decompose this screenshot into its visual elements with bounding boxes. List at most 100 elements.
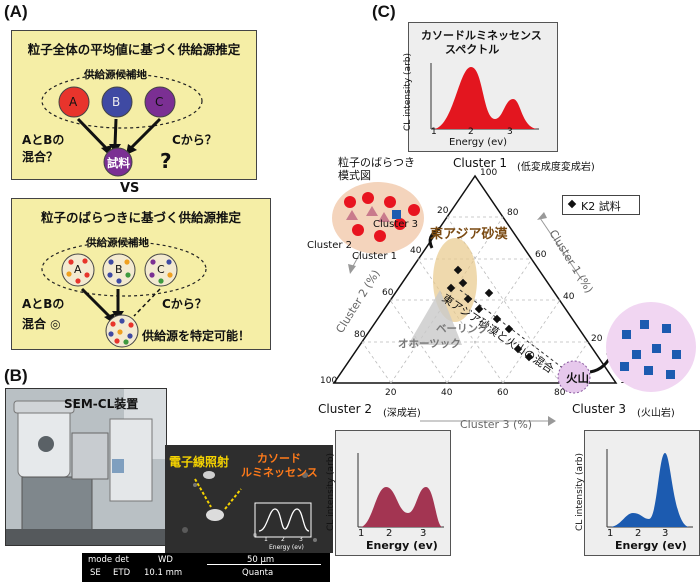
sembar-mode-header: mode [88,555,113,565]
tick-top-100: 100 [480,168,498,178]
bottom-right-spectrum-box: CL intensity (arb) 1 2 3 Energy (ev) [575,430,700,556]
sembar-wd-header: WD [158,555,173,565]
source-a-circle [58,86,90,118]
model-title-line1: 粒子のばらつき [338,156,415,169]
candidates-label-2: 供給源候補地 [86,237,149,249]
br-spectrum-plot [606,449,693,528]
tick-bottom-80: 80 [554,388,566,398]
sembar-brand: Quanta [242,568,274,578]
bering-label: ベーリング [436,323,489,335]
tick-left-60: 60 [382,288,394,298]
br-spectrum-curve [609,453,689,527]
top-tick-3: 3 [507,127,513,137]
source-b-letter-2: B [115,263,123,276]
mix-text2-line1: AとBの [22,297,65,311]
tick-left-20: 20 [437,206,449,216]
device-label: SEM-CL装置 [64,397,139,411]
source-b-letter: B [112,95,121,109]
bl-tick-3: 3 [420,528,427,539]
cluster1-sublabel: (低変成度変成岩) [517,162,595,173]
sem-cl-device-photo: SEM-CL装置 [5,388,167,546]
sembar-scale: 50 μm [247,555,275,565]
panel-b-label: (B) [4,366,28,385]
target-particle [206,509,224,521]
east-asia-arrow [428,226,441,249]
volcano-blue-squares [620,320,681,379]
inset-spectrum-curve [258,508,310,532]
tick-right-40: 40 [563,292,575,302]
model-label-cluster2: Cluster 2 [307,240,353,251]
sembar-det: ETD [113,568,131,578]
legend-label: K2 試料 [581,200,621,213]
box1-diagram [41,73,203,177]
from-c-text-2: Cから？ [162,297,207,311]
top-spectrum-ylabel: CL intensity (arb) [403,53,413,131]
tick-right-60: 60 [535,250,547,260]
k2-samples [446,265,534,362]
source-a-letter-2: A [74,263,82,276]
mix-text-line1: AとBの [22,133,65,147]
from-c-text: Cから？ [172,133,217,147]
mixing-line [459,289,569,373]
source-c-letter-2: C [157,263,165,276]
cluster3-label: Cluster 3 [572,402,627,416]
source-a-particles [66,258,90,284]
bl-spectrum-plot [357,453,444,528]
source-c-circle [144,86,176,118]
model-triangles [346,206,390,222]
br-xlabel: Energy (ev) [615,539,687,552]
cl-label-line1: カソード [257,452,301,465]
cluster2-sublabel: (深成岩) [383,408,421,419]
east-asia-label: 東アジア砂漠 [430,227,508,242]
box2-title: 粒子のばらつきに基づく供給源推定 [40,210,241,225]
source-a-letter: A [69,95,78,109]
top-spectrum-title-line2: スペクトル [445,43,500,56]
ternary-triangle [332,174,618,384]
cluster2-label: Cluster 2 [318,402,373,416]
question-mark: ? [160,149,172,173]
inset-tick-3: 3 [299,536,303,543]
variability-estimation-box: 粒子のばらつきに基づく供給源推定 [11,198,271,350]
tick-left-40: 40 [410,246,422,256]
sample-circle [103,147,133,177]
br-tick-3: 3 [662,528,669,539]
tick-bottom-40: 40 [441,388,453,398]
box1-title: 粒子全体の平均値に基づく供給源推定 [27,42,241,57]
tick-left-100: 100 [320,376,338,386]
source-c-particles [149,259,173,284]
sem-image: 電子線照射 カソード ルミネッセンス 1 2 3 Energy (ev) [165,445,333,553]
legend-box: K2 試料 [562,195,640,215]
volcano-label: 火山 [566,371,589,385]
okhotsk-label: オホーツック [398,338,461,350]
top-tick-1: 1 [431,127,437,137]
mixed-sample-particles [108,318,134,345]
bl-tick-2: 2 [386,528,393,539]
electron-beam-label: 電子線照射 [169,455,230,469]
tick-left-80: 80 [354,330,366,340]
bl-ylabel: CL intensity (arb) [326,453,336,531]
device-illustration [6,389,166,545]
panel-a-label: (A) [4,2,28,21]
ternary-diagram [332,174,618,426]
model-title-line2: 模式図 [338,169,371,182]
sembar-det-header: det [115,555,129,565]
cl-label-line2: ルミネッセンス [241,466,318,479]
source-b-particles [107,259,131,284]
inset-axis-label: Energy (ev) [269,544,304,551]
top-spectrum-box: カソードルミネッセンス スペクトル CL intensity (arb) 1 2… [403,22,558,152]
br-tick-2: 2 [635,528,642,539]
tick-bottom-20: 20 [385,388,397,398]
bl-spectrum-curve [360,487,442,527]
model-label-cluster3: Cluster 3 [373,219,419,230]
top-spectrum-title-line1: カソードルミネッセンス [421,29,542,42]
cluster3-sublabel: (火山岩) [637,408,675,419]
br-tick-1: 1 [607,528,614,539]
mix-text-line2: 混合？ [22,150,59,164]
mix-text2-line2: 混合 ◎ [22,317,61,331]
axis-bottom-label: Cluster 3 (%) [460,418,533,431]
bl-tick-1: 1 [358,528,365,539]
model-label-cluster1: Cluster 1 [352,251,398,262]
tick-right-20: 20 [591,334,603,344]
model-blue-square [392,210,401,219]
bering-okhotsk-region [408,290,462,345]
